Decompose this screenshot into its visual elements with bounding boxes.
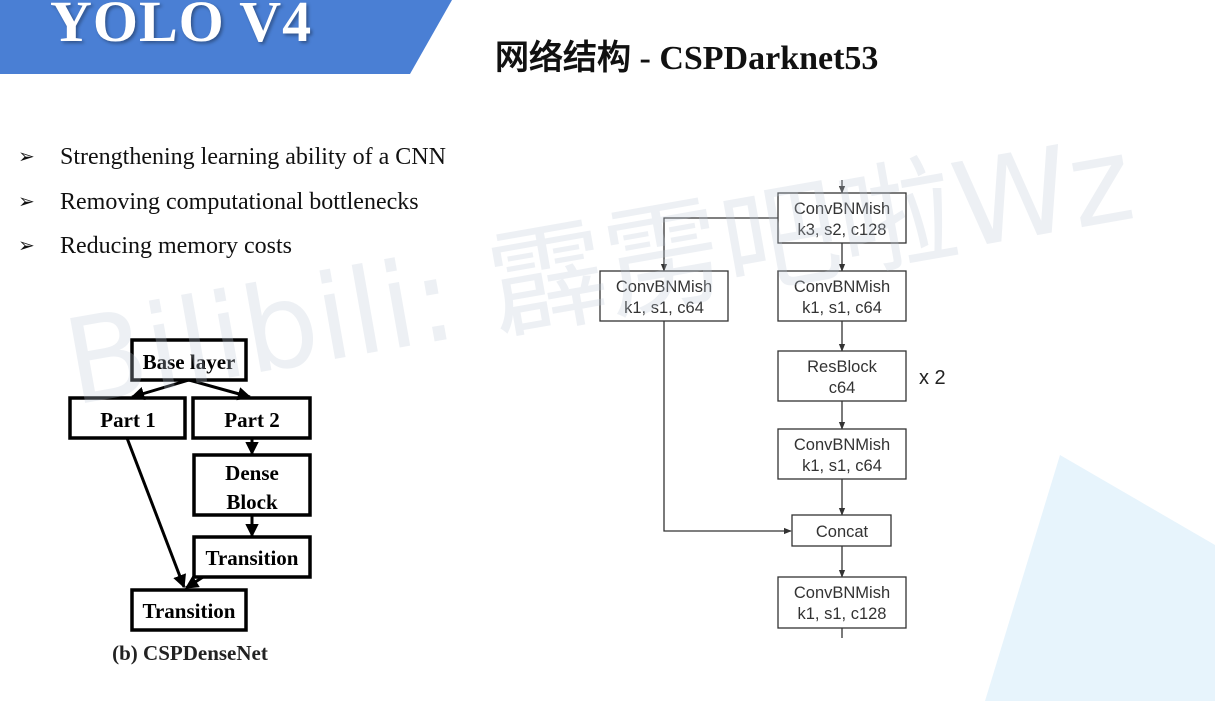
conv4-box	[777, 576, 907, 629]
part1-box	[68, 396, 187, 440]
base-to-part2-arrow	[188, 378, 252, 401]
resblock-params: c64	[829, 379, 856, 397]
conv1-to-branch-arrow	[660, 217, 778, 272]
conv3-label: ConvBNMish	[794, 436, 890, 454]
branch-conv-params: k1, s1, c64	[624, 299, 704, 317]
resblock-box	[777, 350, 907, 402]
part2-box	[191, 396, 312, 440]
page-title: 网络结构 - CSPDarknet53	[495, 40, 879, 77]
conv4-params: k1, s1, c128	[798, 605, 887, 623]
dense-block-label-line2: Block	[226, 490, 278, 514]
base-to-part1-arrow	[130, 378, 190, 400]
concat-label: Concat	[816, 523, 869, 541]
conv2-label: ConvBNMish	[794, 278, 890, 296]
conv3-params: k1, s1, c64	[802, 457, 882, 475]
concat-box	[791, 514, 892, 547]
part1-to-final-arrow	[125, 437, 186, 589]
bullet-item: ➢ Removing computational bottlenecks	[18, 187, 446, 232]
conv1-label: ConvBNMish	[794, 200, 890, 218]
base-layer-label: Base layer	[143, 350, 236, 374]
dense-block-label-line1: Dense	[225, 461, 279, 485]
transition-inner-label: Transition	[206, 546, 299, 570]
arrow-bullet-icon: ➢	[18, 190, 35, 213]
conv1-params: k3, s2, c128	[798, 221, 887, 239]
bullet-text: Reducing memory costs	[60, 233, 292, 259]
conv3-box	[777, 428, 907, 480]
transition-to-final-arrow	[184, 575, 204, 590]
part2-label: Part 2	[224, 408, 279, 432]
bullet-text: Strengthening learning ability of a CNN	[60, 144, 446, 170]
branch-conv-box	[599, 270, 729, 322]
transition-final-box	[130, 588, 248, 632]
banner-title: YOLO V4	[50, 0, 313, 54]
conv4-label: ConvBNMish	[794, 584, 890, 602]
conv2-box	[777, 270, 907, 322]
arrow-bullet-icon: ➢	[18, 146, 35, 168]
bullet-item: ➢ Reducing memory costs	[18, 231, 446, 276]
conv2-params: k1, s1, c64	[802, 299, 882, 317]
title-banner	[0, 0, 452, 74]
conv1-box	[777, 192, 907, 244]
dense-block-box	[192, 453, 312, 517]
branch-to-concat-arrow	[663, 321, 792, 535]
resblock-label: ResBlock	[807, 358, 877, 376]
branch-conv-label: ConvBNMish	[616, 278, 712, 296]
cspdensenet-caption: (b) CSPDenseNet	[112, 641, 268, 665]
bullet-text: Removing computational bottlenecks	[60, 188, 419, 215]
arrow-bullet-icon: ➢	[18, 235, 35, 257]
transition-final-label: Transition	[143, 599, 236, 623]
resblock-repeat-label: x 2	[919, 367, 946, 389]
base-layer-box	[130, 338, 248, 382]
bullet-item: ➢ Strengthening learning ability of a CNN	[18, 142, 446, 187]
part1-label: Part 1	[100, 408, 155, 432]
bullet-list: ➢ Strengthening learning ability of a CNN…	[18, 142, 446, 276]
